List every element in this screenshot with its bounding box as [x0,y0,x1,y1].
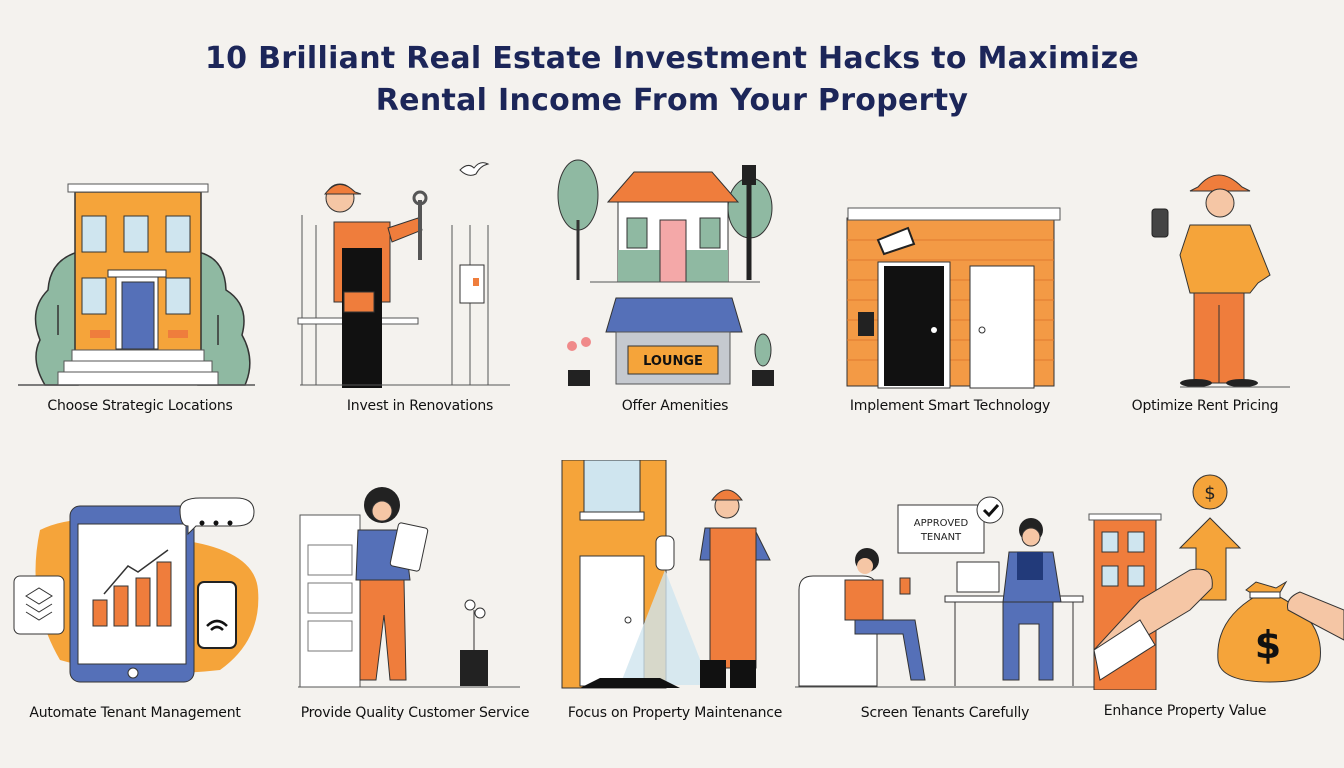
tablet-chart-icon [13,497,259,683]
worker-spray-icon [561,460,771,689]
woman-clipboard-icon [298,487,520,688]
hack-label: Automate Tenant Management [29,705,241,721]
hack-card-renovations: Invest in Renovations [280,150,560,414]
approved-badge-line-1: APPROVED [914,518,969,529]
hack-card-property-value: $ $ Enhance Property Value [1080,470,1344,719]
hack-label: Provide Quality Customer Service [300,705,530,721]
hack-card-smart-technology: Implement Smart Technology [810,200,1090,414]
man-phone-icon [1151,174,1290,388]
hack-label: Offer Amenities [621,398,729,414]
approved-badge-line-2: TENANT [920,532,962,543]
title-line-1: 10 Brilliant Real Estate Investment Hack… [205,41,1139,76]
lounge-sign: LOUNGE [643,354,703,369]
townhouse-icon [18,183,255,386]
hack-label: Enhance Property Value [1103,703,1267,719]
worker-wrench-icon [297,162,510,388]
hack-card-tenant-management: Automate Tenant Management [0,480,280,721]
coin-dollar-symbol: $ [1204,483,1215,504]
title-line-2: Rental Income From Your Property [375,83,969,118]
hack-card-rent-pricing: Optimize Rent Pricing [1070,165,1344,414]
tenant-interview-icon: APPROVED TENANT [795,496,1095,688]
hack-label: Optimize Rent Pricing [1131,398,1279,414]
hack-card-screen-tenants: APPROVED TENANT Screen Tenants Carefully [795,490,1095,721]
hack-label: Choose Strategic Locations [47,398,233,414]
hack-label: Screen Tenants Carefully [860,705,1030,721]
hack-card-amenities: LOUNGE Offer Amenities [550,150,800,414]
hack-card-strategic-locations: Choose Strategic Locations [0,170,280,414]
money-bag-dollar-symbol: $ [1255,623,1281,667]
hack-label: Focus on Property Maintenance [567,705,783,721]
page-title: 10 Brilliant Real Estate Investment Hack… [0,38,1344,122]
smart-security-icon [846,207,1061,389]
lounge-storefront-icon: LOUNGE [557,159,774,386]
hack-label: Invest in Renovations [346,398,494,414]
hack-label: Implement Smart Technology [849,398,1051,414]
hack-card-maintenance: Focus on Property Maintenance [560,460,820,721]
hack-card-customer-service: Provide Quality Customer Service [280,485,560,721]
money-hands-icon: $ $ [1088,474,1344,690]
